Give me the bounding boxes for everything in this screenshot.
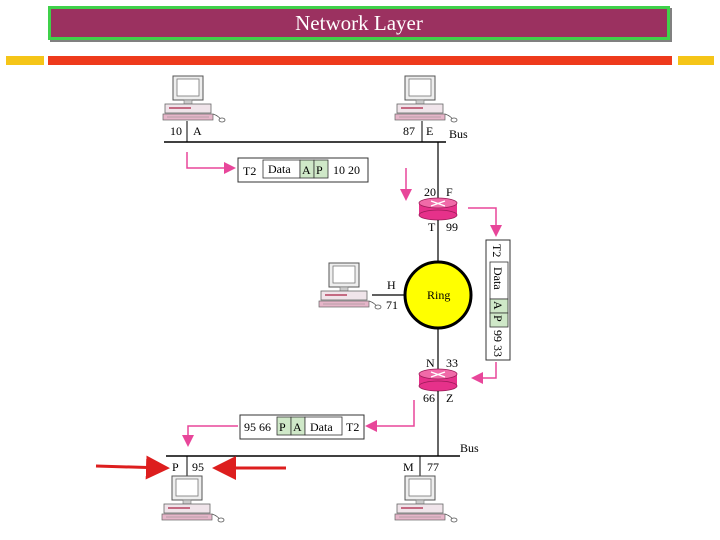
frame-2-trailer: T2 — [490, 244, 504, 257]
frame-3-dst: P — [279, 420, 286, 434]
slide-title: Network Layer — [295, 10, 423, 35]
frame-2-addrs: 99 33 — [491, 330, 505, 357]
bottom-bus-label: Bus — [460, 441, 479, 455]
router2-bottom-number: 66 — [423, 391, 435, 405]
computer-icon — [394, 475, 458, 523]
host-e-letter: E — [426, 124, 433, 138]
frame-3-src: A — [293, 420, 302, 434]
frame-1-src: A — [302, 163, 311, 177]
router-icon — [418, 368, 458, 392]
host-h-number: 71 — [386, 298, 398, 312]
arrow-router1-to-frame2 — [468, 207, 502, 237]
host-m-number: 77 — [427, 460, 439, 474]
frame-1-data: Data — [268, 162, 291, 176]
right-accent-bar — [678, 56, 714, 65]
router1-bottom-letter: T — [428, 220, 436, 234]
router1-top-letter: F — [446, 185, 453, 199]
host-e-number: 87 — [403, 124, 415, 138]
host-p-letter: P — [172, 460, 179, 474]
main-accent-bar — [48, 56, 672, 65]
ring-label: Ring — [427, 288, 450, 302]
frame-1-trailer: T2 — [243, 164, 256, 178]
host-p-number: 95 — [192, 460, 204, 474]
arrow-frame3-to-p — [182, 425, 238, 447]
router2-top-number: 33 — [446, 356, 458, 370]
arrow-router2-to-frame3 — [365, 400, 415, 432]
frame-3-trailer: T2 — [346, 420, 359, 434]
router-icon — [418, 197, 458, 221]
computer-icon — [394, 75, 458, 123]
top-bus-label: Bus — [449, 127, 468, 141]
computer-icon — [162, 75, 226, 123]
frame-3-data: Data — [310, 420, 333, 434]
computer-icon — [318, 262, 382, 310]
host-a-letter: A — [193, 124, 202, 138]
frame-3-addrs: 95 66 — [244, 420, 271, 434]
frame-1: T2 Data A P 10 20 — [237, 157, 369, 183]
frame-2-dst: P — [491, 315, 505, 322]
frame-2-data: Data — [491, 267, 505, 290]
host-m-letter: M — [403, 460, 414, 474]
arrow-a-to-frame — [186, 152, 236, 174]
router2-bottom-letter: Z — [446, 391, 453, 405]
computer-icon — [161, 475, 225, 523]
router1-bottom-number: 99 — [446, 220, 458, 234]
frame-3: 95 66 P A Data T2 — [239, 414, 365, 440]
arrow-frame2-to-router2 — [471, 362, 497, 384]
frame-2-src: A — [491, 301, 505, 310]
frame-1-addrs: 10 20 — [333, 163, 360, 177]
slide-title-box: Network Layer — [48, 6, 670, 40]
frame-1-dst: P — [316, 163, 323, 177]
router2-top-letter: N — [426, 356, 435, 370]
left-accent-bar — [6, 56, 44, 65]
host-a-number: 10 — [170, 124, 182, 138]
pointer-arrow-left — [95, 455, 170, 480]
frame-2: T2 Data A P 99 33 — [485, 239, 511, 361]
host-h-letter: H — [387, 278, 396, 292]
router1-top-number: 20 — [424, 185, 436, 199]
